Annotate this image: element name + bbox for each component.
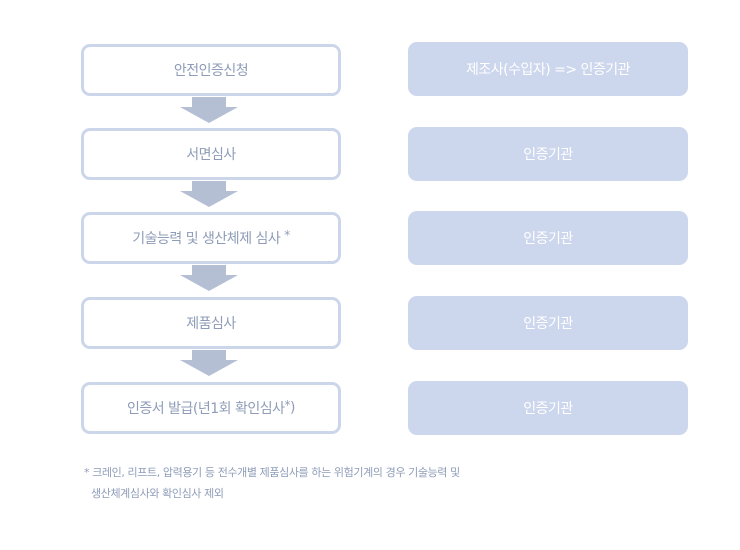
step-document-review: 서면심사 <box>81 128 341 180</box>
footnote-line-1: * 크레인, 리프트, 압력용기 등 전수개별 제품심사를 하는 위험기계의 경… <box>84 466 460 479</box>
down-arrow-icon <box>180 350 238 376</box>
step-label: 인증서 발급(년1회 확인심사 <box>127 401 285 417</box>
down-arrow-icon <box>180 265 238 291</box>
asterisk-mark: * <box>284 398 290 412</box>
step-capability-review: 기술능력 및 생산체제 심사 * <box>81 212 341 264</box>
down-arrow-icon <box>180 97 238 123</box>
step-label-suffix: ) <box>289 400 295 416</box>
org-certification-agency: 인증기관 <box>408 296 688 350</box>
org-label: 인증기관 <box>523 231 573 247</box>
down-arrow-icon <box>180 181 238 207</box>
step-label: 기술능력 및 생산체제 심사 <box>132 231 281 247</box>
step-application: 안전인증신청 <box>81 44 341 96</box>
org-label: 제조사(수입자) => 인증기관 <box>465 62 631 78</box>
asterisk-mark: * <box>284 228 290 242</box>
org-certification-agency: 인증기관 <box>408 127 688 181</box>
org-label: 인증기관 <box>523 316 573 332</box>
org-certification-agency: 인증기관 <box>408 381 688 435</box>
org-manufacturer-to-agency: 제조사(수입자) => 인증기관 <box>408 42 688 96</box>
org-label: 인증기관 <box>523 401 573 417</box>
step-certificate-issuance: 인증서 발급(년1회 확인심사* ) <box>81 382 341 434</box>
step-label: 안전인증신청 <box>173 63 249 79</box>
org-label: 인증기관 <box>523 147 573 163</box>
step-product-review: 제품심사 <box>81 297 341 349</box>
footnote-line-2: 생산체계심사와 확인심사 제외 <box>91 487 224 500</box>
step-label: 제품심사 <box>186 316 236 332</box>
step-label: 서면심사 <box>186 147 236 163</box>
org-certification-agency: 인증기관 <box>408 211 688 265</box>
